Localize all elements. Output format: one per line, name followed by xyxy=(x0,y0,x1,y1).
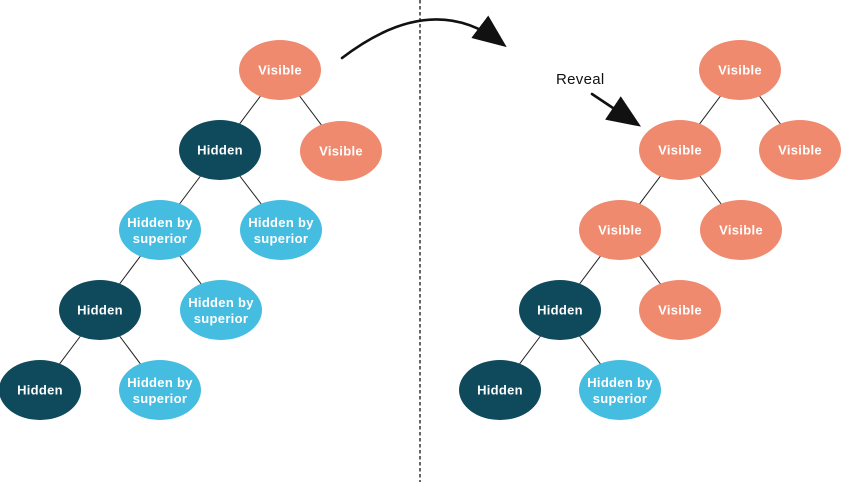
tree-node-hidden: Hidden xyxy=(59,280,141,340)
tree-node-hidden: Hidden xyxy=(179,120,261,180)
node-ellipse xyxy=(700,200,782,260)
node-ellipse xyxy=(579,360,661,420)
node-label: Hidden xyxy=(17,383,63,398)
reveal-annotation-label: Reveal xyxy=(556,71,605,88)
node-ellipse xyxy=(59,280,141,340)
node-label: Hidden xyxy=(537,303,583,318)
node-ellipse xyxy=(0,360,81,420)
node-ellipse xyxy=(180,280,262,340)
node-ellipse xyxy=(179,120,261,180)
tree-node-visible: Visible xyxy=(759,120,841,180)
tree-node-hidden: Hidden xyxy=(519,280,601,340)
tree-node-hidden: Hidden xyxy=(459,360,541,420)
node-ellipse xyxy=(759,120,841,180)
node-label: Hidden xyxy=(77,303,123,318)
tree-node-visible: Visible xyxy=(699,40,781,100)
tree-node-visible: Visible xyxy=(300,121,382,181)
node-ellipse xyxy=(119,200,201,260)
node-ellipse xyxy=(579,200,661,260)
tree-node-visible: Visible xyxy=(579,200,661,260)
node-label: Visible xyxy=(598,223,642,238)
node-ellipse xyxy=(239,40,321,100)
node-ellipse xyxy=(699,40,781,100)
node-label: Visible xyxy=(319,144,363,159)
node-ellipse xyxy=(240,200,322,260)
tree-node-visible: Visible xyxy=(639,120,721,180)
node-ellipse xyxy=(459,360,541,420)
node-label: Hidden xyxy=(477,383,523,398)
node-label: Visible xyxy=(258,63,302,78)
node-label: Hidden xyxy=(197,143,243,158)
node-label: Visible xyxy=(658,143,702,158)
node-label: Visible xyxy=(718,63,762,78)
node-label: Visible xyxy=(719,223,763,238)
node-ellipse xyxy=(119,360,201,420)
tree-node-visible: Visible xyxy=(239,40,321,100)
tree-node-visible: Visible xyxy=(639,280,721,340)
node-label: Visible xyxy=(658,303,702,318)
node-ellipse xyxy=(519,280,601,340)
node-label: Visible xyxy=(778,143,822,158)
node-ellipse xyxy=(639,280,721,340)
node-ellipse xyxy=(300,121,382,181)
reveal-arrow xyxy=(590,92,642,127)
tree-node-hidden: Hidden xyxy=(0,360,81,420)
before-to-after-arrow xyxy=(340,15,507,60)
node-ellipse xyxy=(639,120,721,180)
tree-node-visible: Visible xyxy=(700,200,782,260)
